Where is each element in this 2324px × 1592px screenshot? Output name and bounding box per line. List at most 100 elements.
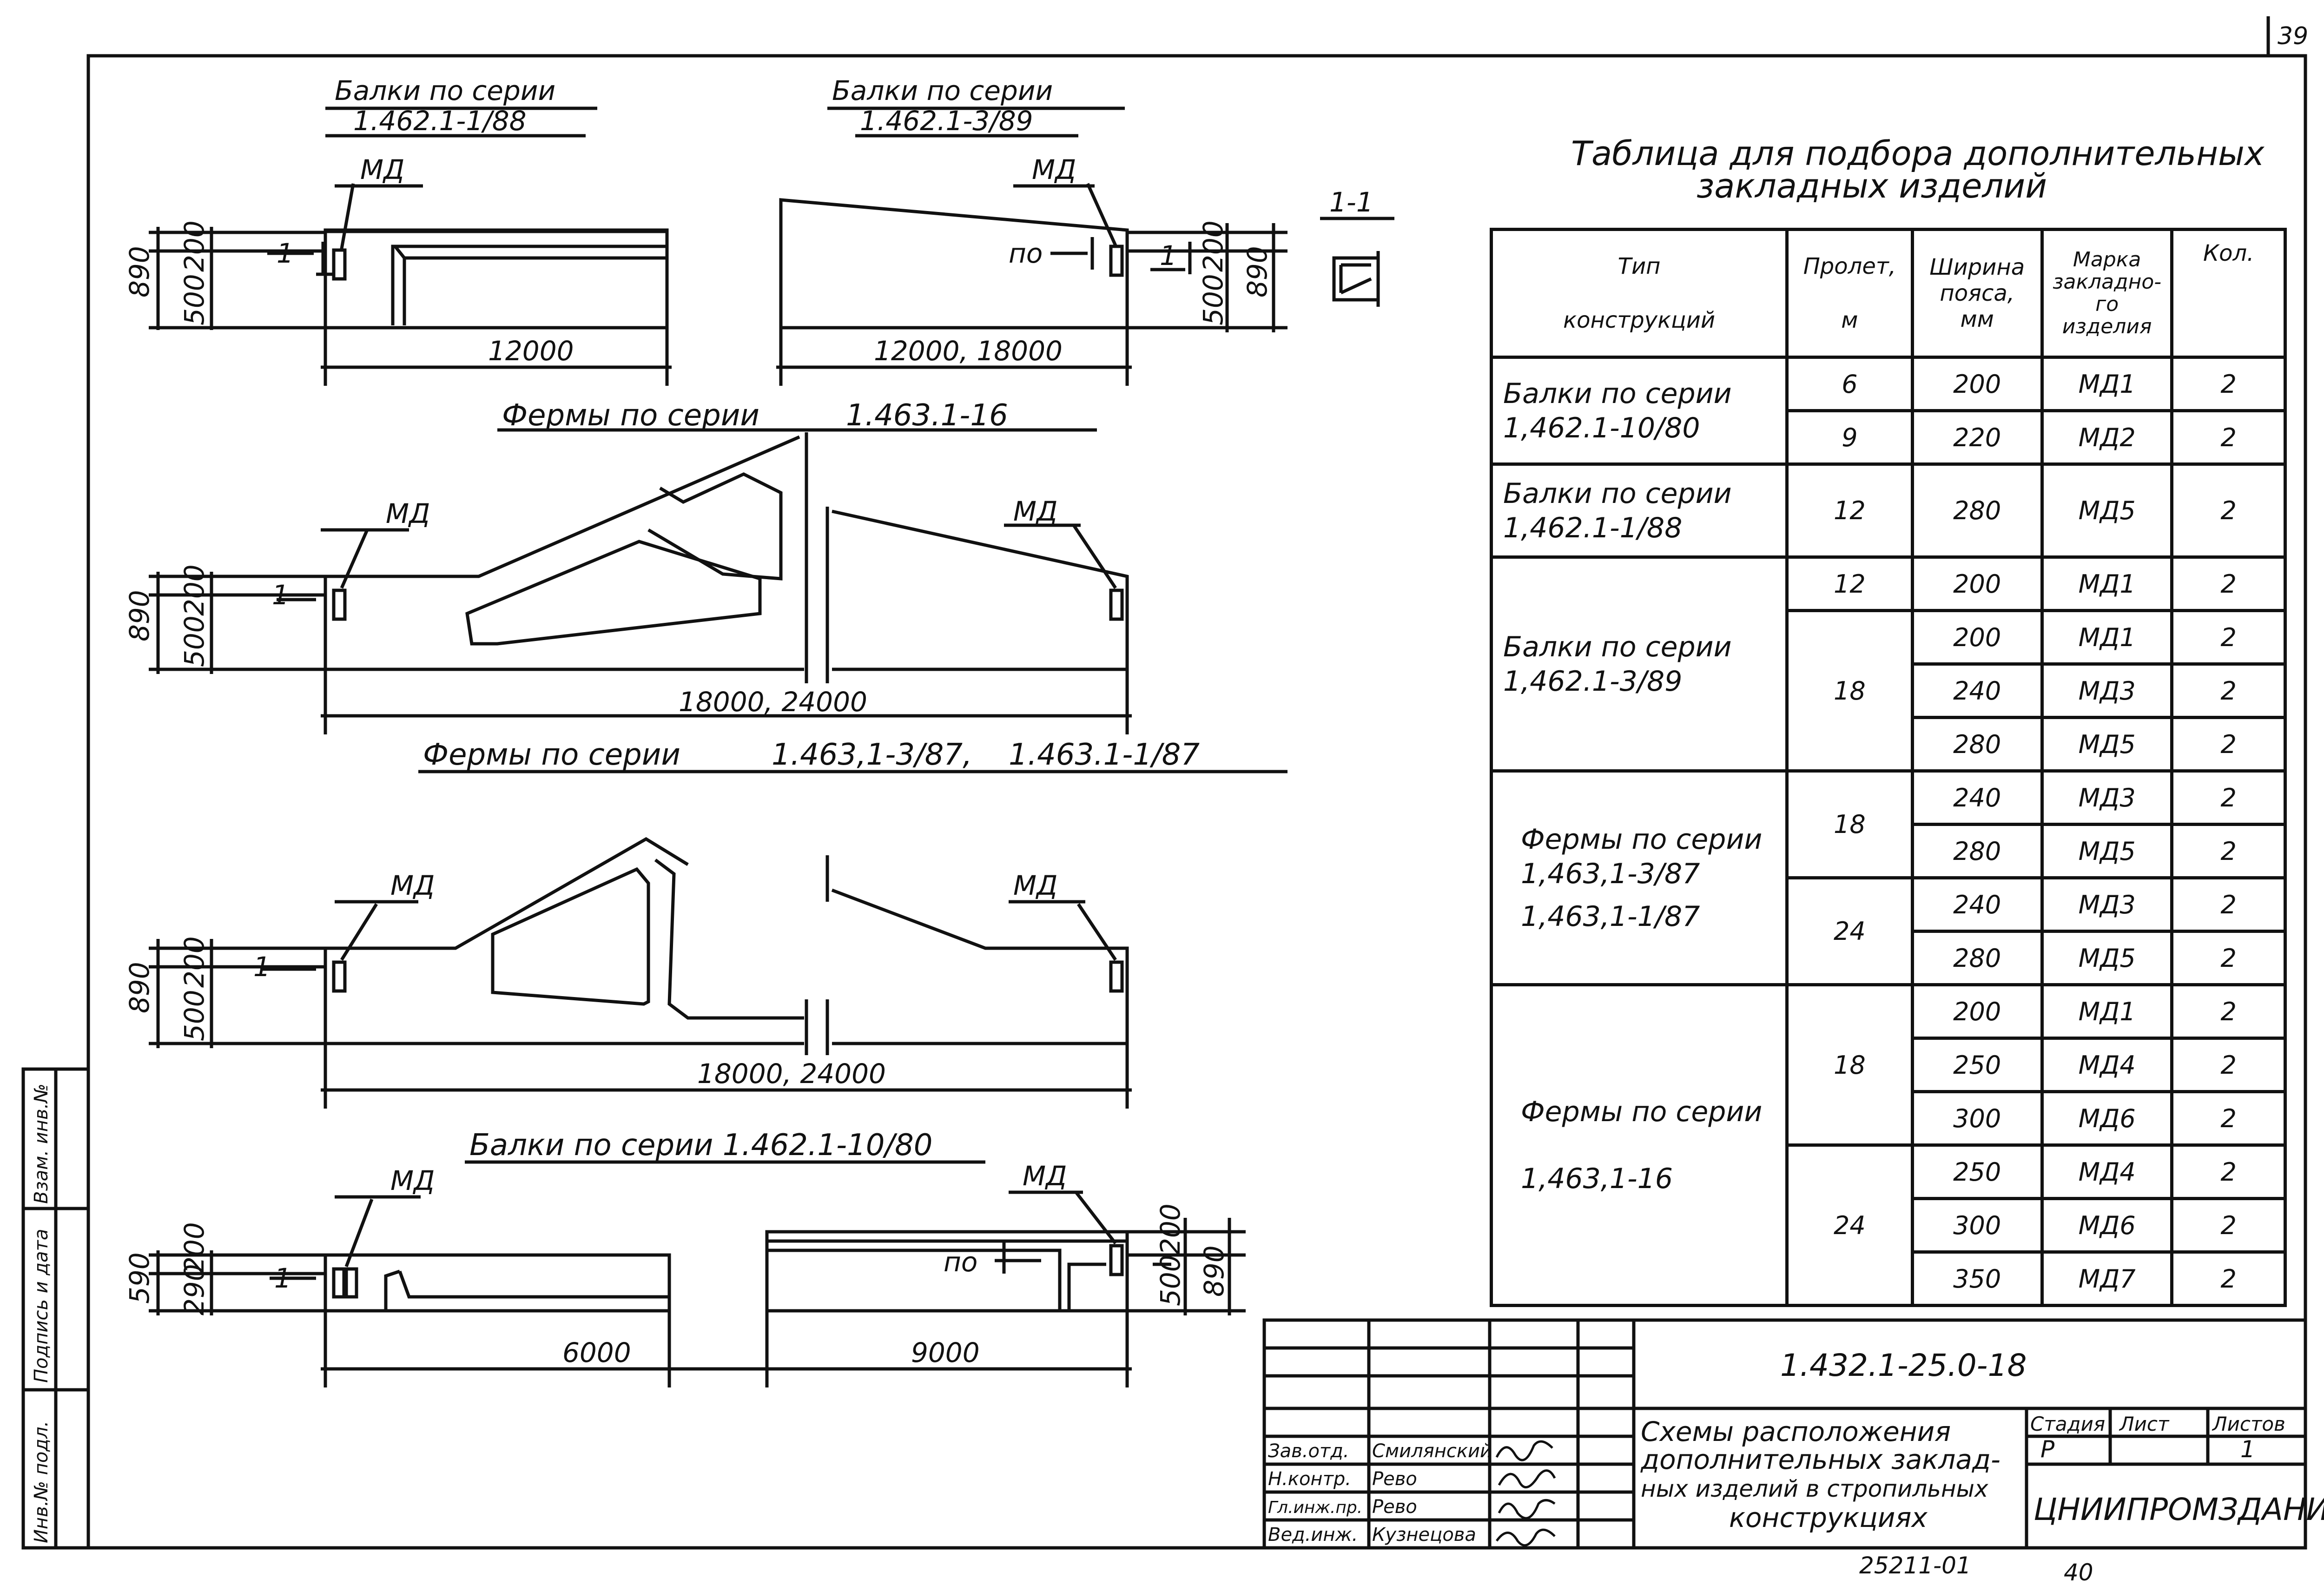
beam-1-series: 1.462.1-1/88 (353, 105, 527, 137)
header-width: Ширина пояса, мм (1910, 228, 2044, 359)
group-type-2: Балки по серии 1,462.1-1/88 (1489, 462, 1789, 559)
beam-1-drawing (149, 183, 672, 386)
signatures (1495, 1440, 1556, 1546)
truss-1-mark: 1 (272, 579, 289, 611)
table-row: 280 МД5 2 (1492, 930, 2287, 986)
beam-2-span: 12000, 18000 (874, 335, 1063, 367)
truss-1-h-500: 500 (178, 615, 210, 667)
beam-1-h-total: 890 (124, 246, 155, 297)
table-row: 350 МД7 2 (1492, 1250, 2287, 1307)
doc-code: 1.432.1-25.0-18 (1780, 1348, 2027, 1383)
beam-3-md-left: МД (390, 1165, 435, 1196)
group-type-1: Балки по серии 1,462.1-10/80 (1489, 356, 1789, 466)
truss-2-h-200: 200 (178, 936, 210, 988)
section-1-1 (1320, 217, 1394, 307)
truss-2-h-total: 890 (124, 962, 155, 1013)
truss-2-series-a: 1.463,1-3/87, (772, 738, 972, 772)
beam-3-title: Балки по серии 1.462.1-10/80 (469, 1128, 933, 1163)
beam-3-h-500: 500 (1155, 1255, 1186, 1306)
beam-2-drawing (776, 183, 1287, 386)
header-type: Тип конструкций (1489, 228, 1789, 359)
table-row: Балки по серии 1,462.1-10/80 6 200 МД1 2 (1489, 356, 2287, 466)
group-type-5: Фермы по серии 1,463,1-16 (1489, 983, 1789, 1307)
sheet-frame (86, 54, 2307, 1550)
staff-name-3: Рево (1372, 1496, 1417, 1518)
stage-label: Стадия (2030, 1413, 2105, 1435)
table-row: 250 МД4 2 (1492, 1037, 2287, 1093)
table-row: Балки по серии 1,462.1-3/89 12 200 МД1 2 (1489, 555, 2287, 773)
stage-value: Р (2040, 1436, 2055, 1463)
doc-title-1: Схемы расположения (1641, 1416, 1951, 1447)
beam-2-h-total: 890 (1241, 246, 1273, 297)
truss-2-h-500: 500 (178, 990, 210, 1041)
side-stamp-3: Взам. инв.№ (31, 1083, 52, 1204)
beam-2-title: Балки по серии (832, 75, 1053, 106)
truss-2-title: Фермы по серии (423, 738, 680, 772)
archive-number: 25211-01 (1859, 1552, 1971, 1579)
staff-role-4: Вед.инж. (1268, 1524, 1358, 1546)
group-type-3: Балки по серии 1,462.1-3/89 (1489, 555, 1789, 773)
header-span: Пролет, м (1785, 228, 1914, 359)
beam-3-po: по (944, 1246, 977, 1278)
beam-3-h-890: 890 (1198, 1245, 1230, 1297)
title-block-frame (1262, 1318, 2307, 1550)
table-title-line-1: Таблица для подбора дополнительных (1571, 134, 2265, 173)
beam-2-mark: 1 (1160, 240, 1177, 271)
signature-2 (1498, 1469, 1556, 1488)
truss-2-md-right: МД (1013, 870, 1057, 901)
sheet-label: Лист (2119, 1413, 2170, 1435)
beam-1-span: 12000 (488, 335, 574, 367)
beam-2-h-500: 500 (1197, 274, 1229, 325)
table-title-line-2: закладных изделий (1697, 166, 2047, 205)
table-row: 240 МД3 2 (1492, 662, 2287, 719)
staff-name-1: Смилянский (1372, 1440, 1492, 1462)
truss-1-h-total: 890 (124, 590, 155, 641)
beam-1-title: Балки по серии (335, 75, 555, 106)
sheets-value: 1 (2240, 1436, 2255, 1463)
truss-1-span: 18000, 24000 (679, 686, 867, 718)
header-mark: Марка закладно- го изделия (2040, 228, 2174, 359)
truss-1-md-left: МД (386, 498, 430, 529)
organization: ЦНИИПРОМЗДАНИЙ (2034, 1491, 2324, 1527)
selection-table: Тип конструкций Пролет, м Ширина пояса, … (1489, 228, 2287, 1307)
staff-role-3: Гл.инж.пр. (1268, 1498, 1362, 1517)
truss-2-series-b: 1.463.1-1/87 (1009, 738, 1200, 772)
page-number: 39 (2278, 22, 2308, 50)
sheets-label: Листов (2212, 1413, 2285, 1435)
doc-title-4: конструкциях (1729, 1502, 1928, 1533)
beam-3-h-290: 290 (178, 1264, 210, 1315)
side-stamp-1: Инв.№ подл. (31, 1421, 52, 1543)
truss-2-mark: 1 (253, 951, 271, 983)
truss-2-md-left: МД (390, 870, 435, 901)
doc-title-3: ных изделий в стропильных (1641, 1475, 1988, 1502)
table-row: 9 220 МД2 2 (1492, 409, 2287, 466)
beam-3-drawing (149, 1160, 1246, 1387)
beam-1-h-200: 200 (178, 220, 210, 272)
table-row: 24 250 МД4 2 (1492, 1143, 2287, 1307)
truss-1-series: 1.463.1-16 (846, 398, 1008, 433)
truss-1-drawing (149, 428, 1132, 734)
table-row: Фермы по серии 1,463,1-3/87 1,463,1-1/87… (1489, 769, 2287, 986)
table-row: 300 МД6 2 (1492, 1090, 2287, 1147)
table-row: 280 МД5 2 (1492, 823, 2287, 879)
beam-3-span-b: 9000 (911, 1337, 980, 1368)
truss-1-h-200: 200 (178, 564, 210, 616)
table-row: 280 МД5 2 (1492, 716, 2287, 773)
staff-role-1: Зав.отд. (1268, 1440, 1349, 1462)
doc-title-2: дополнительных заклад- (1640, 1444, 2000, 1475)
table-row: 18 200 МД1 2 (1492, 609, 2287, 773)
staff-name-4: Кузнецова (1372, 1524, 1476, 1546)
staff-name-2: Рево (1372, 1468, 1417, 1490)
side-stamp-2: Подпись и дата (31, 1229, 52, 1383)
truss-2-span: 18000, 24000 (697, 1058, 886, 1090)
group-type-4: Фермы по серии 1,463,1-3/87 1,463,1-1/87 (1489, 769, 1789, 986)
table-row: Балки по серии 1,462.1-1/88 12 280 МД5 2 (1489, 462, 2287, 559)
header-qty: Кол. (2170, 228, 2287, 359)
signature-1 (1495, 1440, 1553, 1461)
beam-2-md-label: МД (1032, 154, 1076, 185)
section-label: 1-1 (1329, 186, 1373, 218)
signature-3 (1498, 1499, 1556, 1519)
beam-2-series: 1.462.1-3/89 (860, 105, 1033, 137)
beam-3-mark: 1 (274, 1262, 291, 1294)
